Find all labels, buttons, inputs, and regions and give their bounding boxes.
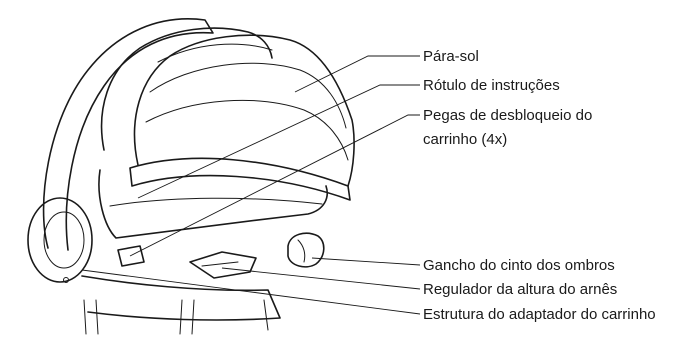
canopy-label: Pára-sol xyxy=(423,48,479,65)
harness-adjuster-shape xyxy=(189,251,257,279)
instruction-label-leader-line xyxy=(137,84,420,199)
harness-height-adjuster-leader-line xyxy=(221,267,421,290)
release-handle xyxy=(117,245,145,267)
base-strap xyxy=(263,299,269,331)
shoulder-belt-hook-shape xyxy=(287,232,325,268)
base-strap xyxy=(95,299,99,335)
canopy-fold xyxy=(145,99,349,161)
harness-adjuster-detail xyxy=(201,261,239,267)
release-handles-label: Pegas de desbloqueio do xyxy=(423,107,592,124)
canopy-leader-line xyxy=(294,55,420,93)
canopy-band xyxy=(129,157,351,201)
shoulder-belt-hook-label: Gancho do cinto dos ombros xyxy=(423,257,615,274)
handle-hub-pin xyxy=(63,277,69,283)
seat-base xyxy=(81,275,281,321)
harness-height-adjuster-label: Regulador da altura do arnês xyxy=(423,281,617,298)
seat-shell xyxy=(98,169,328,239)
base-strap xyxy=(191,299,195,335)
release-handles-leader-line xyxy=(129,114,420,257)
shoulder-belt-hook-leader-line xyxy=(311,257,421,266)
instruction-label-label: Rótulo de instruções xyxy=(423,77,560,94)
canopy-back xyxy=(100,27,273,151)
handle-hub xyxy=(27,197,93,283)
canopy-fold xyxy=(149,62,347,129)
shoulder-belt-hook-detail xyxy=(297,239,306,263)
seat-shell-edge xyxy=(109,197,323,207)
release-handles-label: carrinho (4x) xyxy=(423,131,507,148)
base-strap xyxy=(179,299,183,335)
canopy-shell xyxy=(133,34,355,187)
adapter-frame-leader-line xyxy=(81,269,421,315)
base-strap xyxy=(83,299,87,335)
car-seat-illustration xyxy=(27,18,355,335)
adapter-frame-label: Estrutura do adaptador do carrinho xyxy=(423,306,656,323)
carry-handle xyxy=(42,18,214,251)
canopy-fold xyxy=(157,43,273,63)
handle-hub-inner xyxy=(43,211,85,269)
